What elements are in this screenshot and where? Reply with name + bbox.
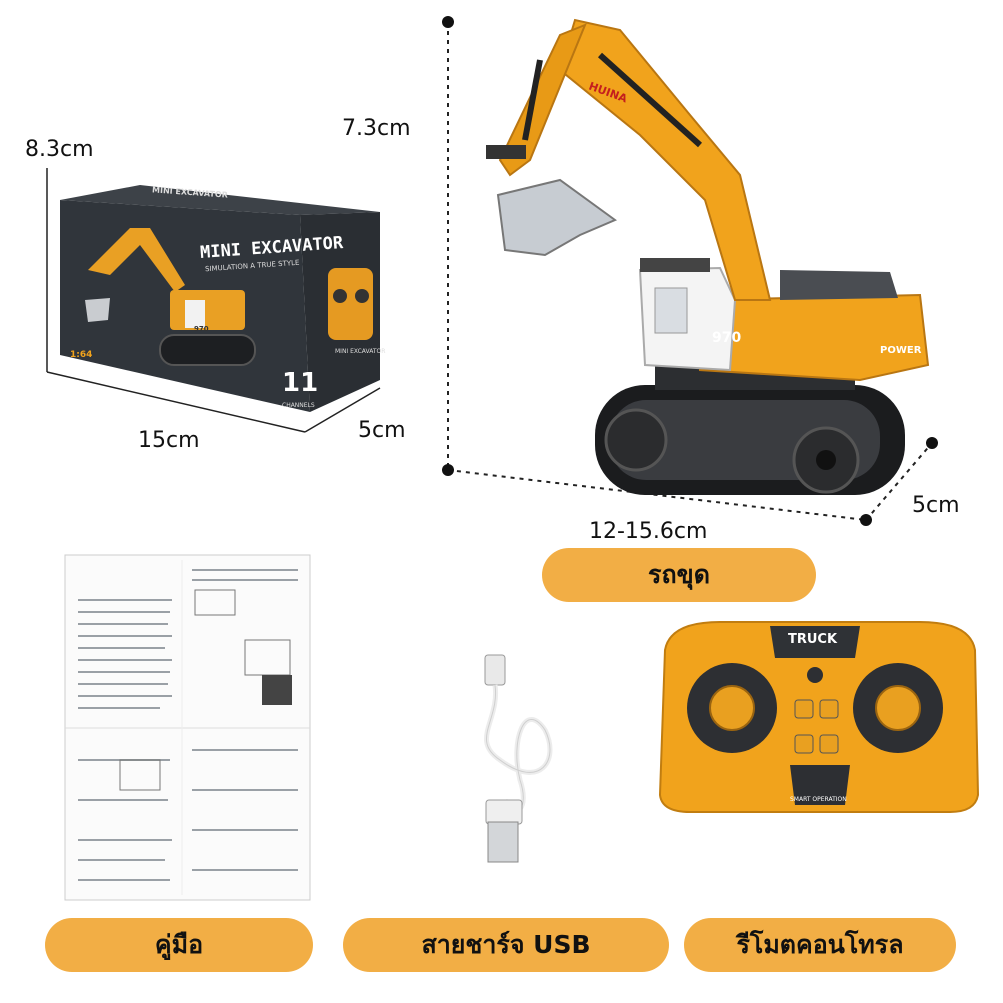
product-box: [46, 168, 381, 433]
box-channels-number: 11: [282, 368, 319, 398]
box-scale: 1:64: [70, 350, 93, 360]
excavator-height-label: 7.3cm: [342, 116, 411, 141]
label-remote: รีโมตคอนโทรล: [684, 918, 956, 972]
guide-dot: [860, 514, 872, 526]
excavator-model-number: 970: [712, 330, 742, 346]
box-top-face: [60, 185, 380, 215]
box-remote-print: [328, 268, 373, 340]
remote-brand: TRUCK: [788, 632, 838, 647]
label-excavator: รถขุด: [542, 548, 816, 602]
excavator-arm: [498, 23, 587, 177]
guide-dot: [442, 464, 454, 476]
box-excavator-print: [85, 228, 256, 366]
box-depth-label: 5cm: [358, 418, 406, 443]
box-width-label: 15cm: [138, 428, 200, 453]
box-model-number: 970: [194, 325, 209, 333]
box-channels-label: CHANNELS: [282, 402, 315, 409]
manual: [64, 554, 311, 901]
box-height-label: 8.3cm: [25, 137, 94, 162]
label-manual: คู่มือ: [45, 918, 313, 972]
excavator-depth-label: 5cm: [912, 493, 960, 518]
remote-control: [658, 621, 980, 813]
guide-dot: [442, 16, 454, 28]
usb-cable: [484, 654, 553, 863]
excavator-boom: [558, 18, 772, 301]
excavator-power-label: POWER: [880, 345, 922, 356]
box-side-text: MINI EXCAVATOR: [335, 348, 386, 355]
box-width-guide: [46, 371, 306, 433]
guide-dot: [926, 437, 938, 449]
excavator-bucket: [496, 178, 618, 257]
excavator: [486, 18, 930, 495]
box-depth-guide: [304, 387, 381, 433]
excavator-length-label: 12-15.6cm: [589, 519, 708, 544]
label-usb-cable: สายชาร์จ USB: [343, 918, 669, 972]
remote-subtitle: SMART OPERATION: [790, 796, 847, 803]
